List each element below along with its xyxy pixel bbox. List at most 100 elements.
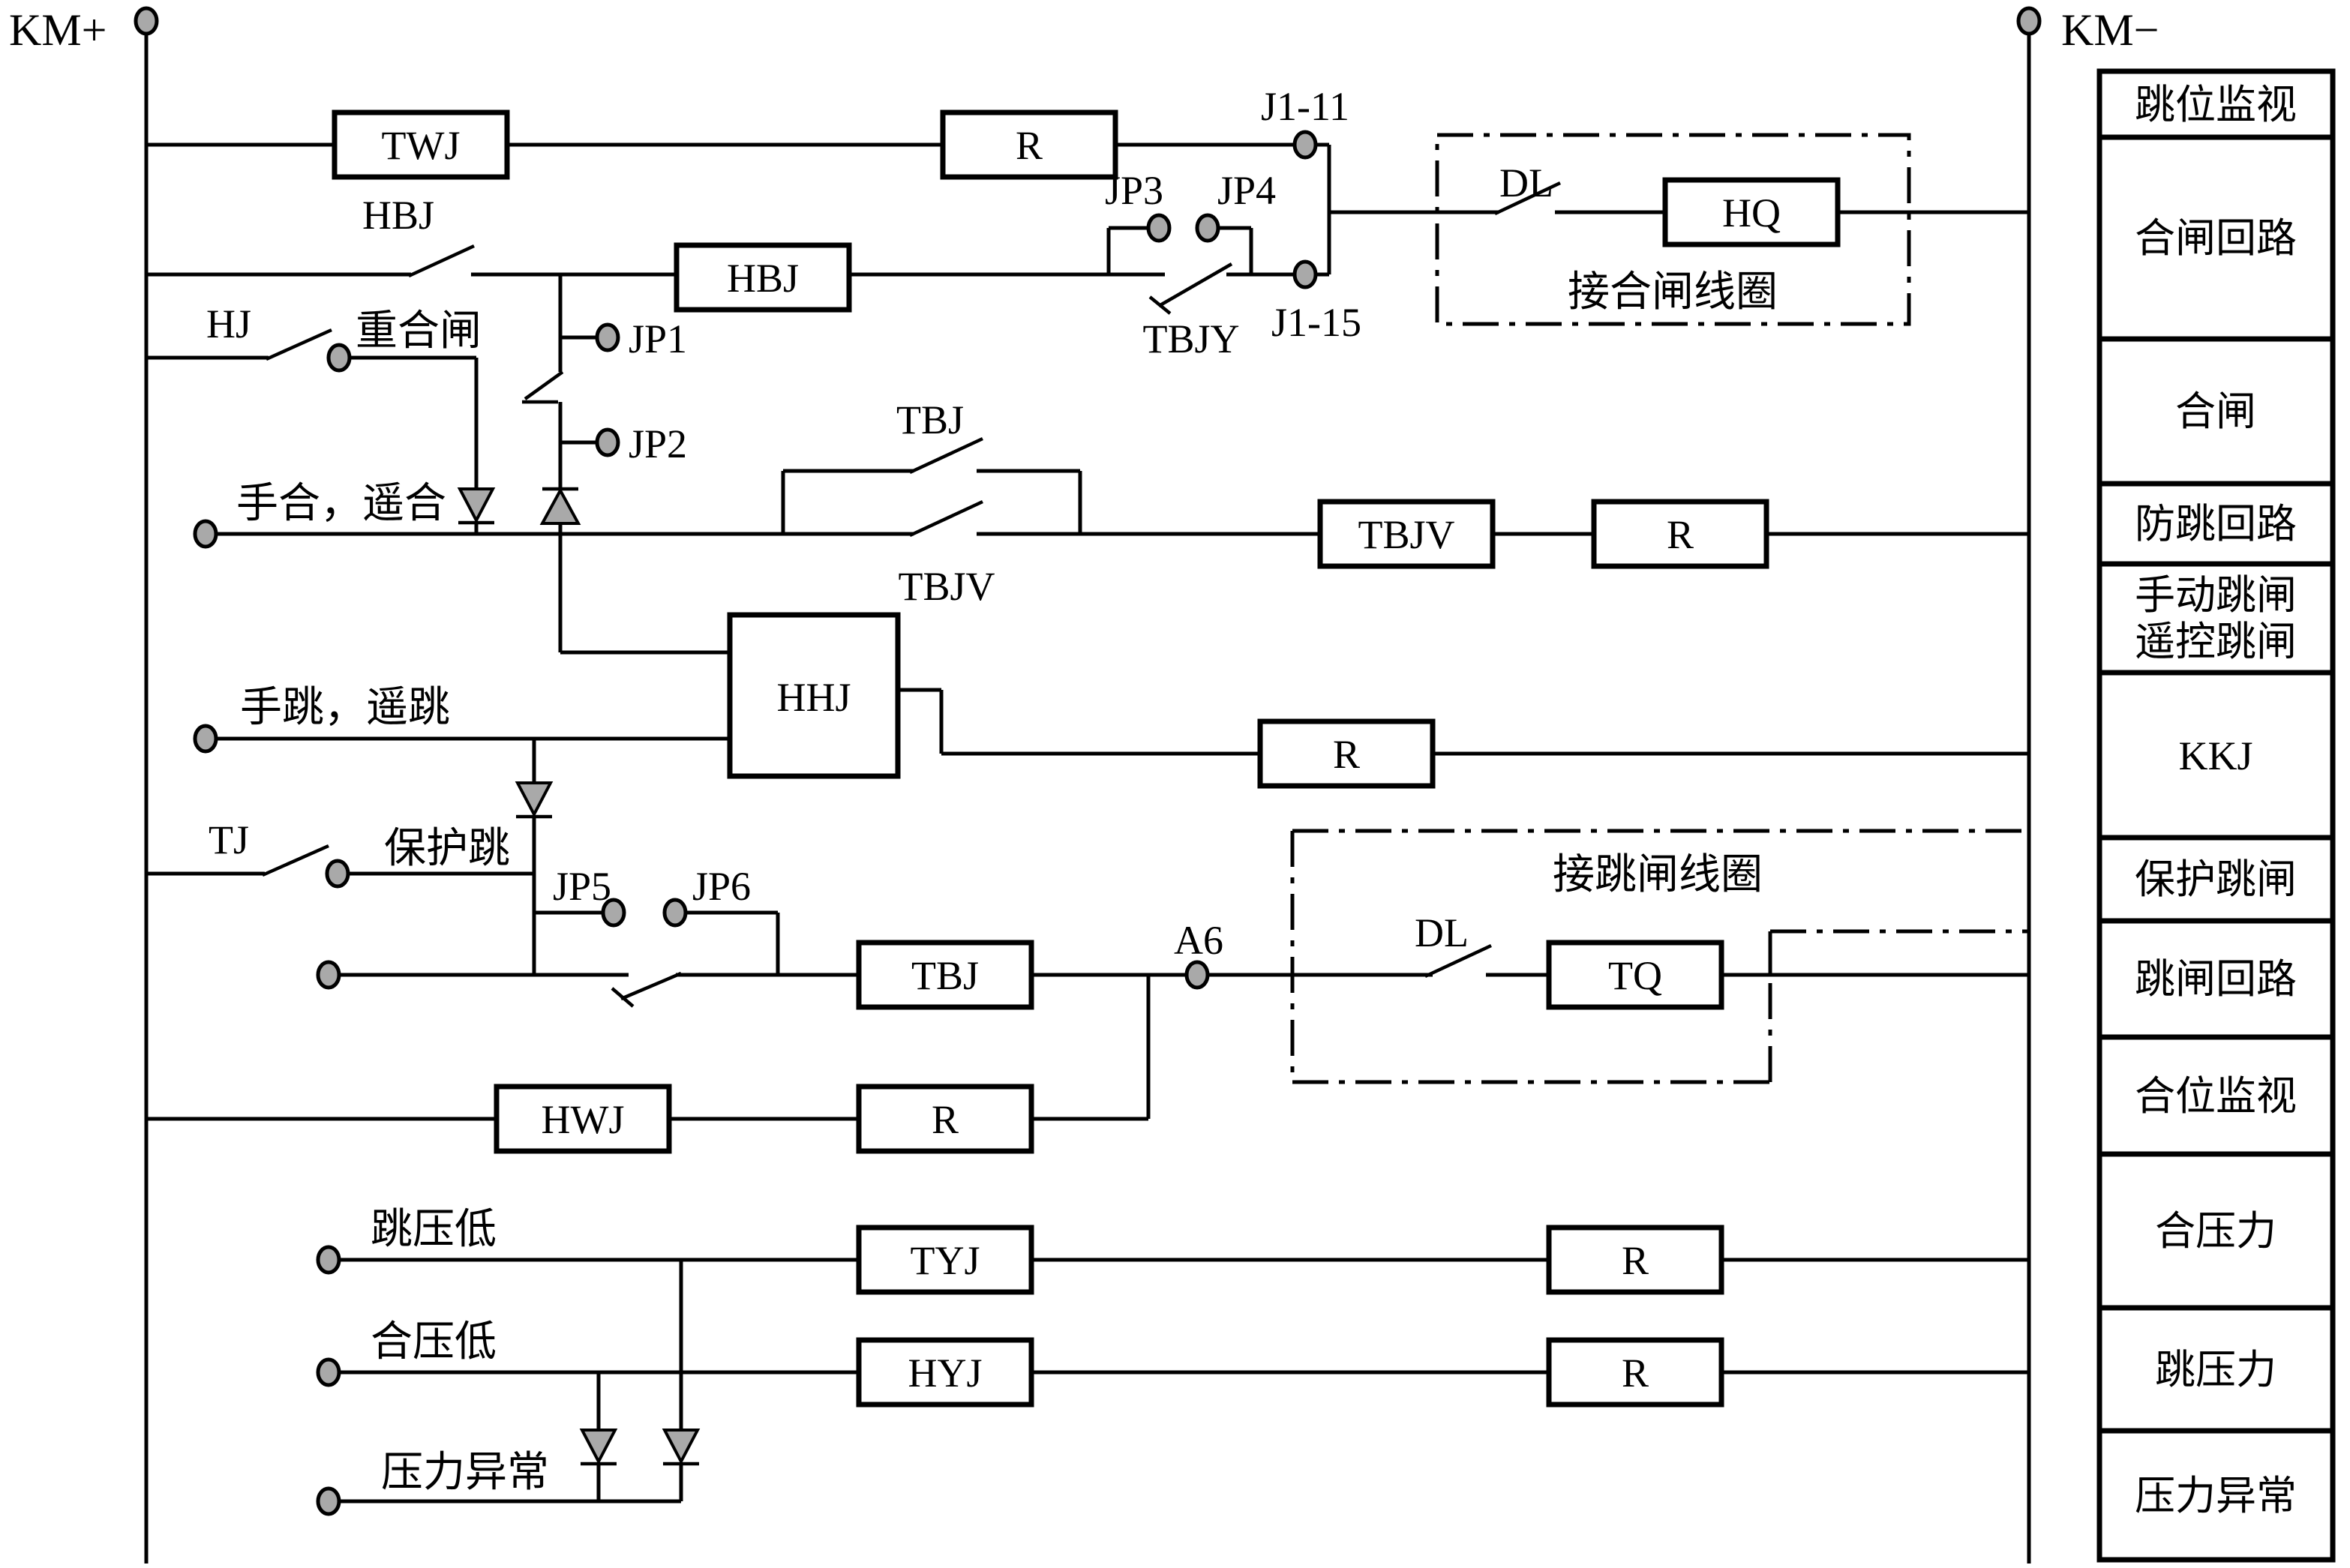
caption-trip-pressure: 跳压低 xyxy=(371,1207,497,1253)
close-position-branch: HWJ R xyxy=(146,975,1151,1154)
caption-closing-coil: 接合闸线圈 xyxy=(1568,269,1778,316)
table-label-manual-trip: 手动跳闸 xyxy=(2135,573,2297,618)
diode-down-2 xyxy=(515,781,554,818)
relay-box-hbj xyxy=(674,242,852,313)
manual-trip-branch: 手跳，遥跳 HHJ R xyxy=(193,534,2029,874)
terminal-trip-pressure xyxy=(316,1245,341,1275)
terminal-pressure-abnormal xyxy=(316,1486,341,1516)
resistor-box-r3 xyxy=(1257,718,1436,789)
table-label-trip-monitor: 跳位监视 xyxy=(2135,82,2297,127)
coil-label-tq: TQ xyxy=(1608,953,1662,998)
jumper-label-jp6: JP6 xyxy=(692,864,751,909)
bus-label-km-minus: KM− xyxy=(2061,5,2159,55)
contact-tj xyxy=(262,844,329,877)
relay-label-hyj: HYJ xyxy=(908,1351,982,1396)
hbj-branch: HBJ HBJ TBJY J1-15 JP3 JP4 xyxy=(146,168,1361,361)
positive-bus: KM+ xyxy=(9,5,159,1564)
table-label-protection-trip: 保护跳闸 xyxy=(2135,857,2297,902)
table-row xyxy=(2096,68,2336,140)
jumper-riser-branch: JP1 JP2 xyxy=(522,274,687,534)
caption-manual-trip: 手跳，遥跳 xyxy=(240,685,450,731)
resistor-label-r4: R xyxy=(932,1097,959,1142)
contact-dl-trip xyxy=(1424,943,1492,979)
contact-label-tbjv: TBJV xyxy=(898,564,995,609)
jumper-label-jp4: JP4 xyxy=(1217,168,1276,213)
contact-hj xyxy=(266,328,332,361)
terminal-manual-trip xyxy=(193,724,218,754)
contact-label-dl-trip: DL xyxy=(1415,910,1469,955)
table-label-pressure-abnormal: 压力异常 xyxy=(2135,1474,2297,1519)
resistor-label-r1: R xyxy=(1016,123,1043,168)
jumper-node-jp6 xyxy=(662,898,688,928)
terminal-label-j1-11: J1-11 xyxy=(1261,84,1349,129)
terminal-label-a6: A6 xyxy=(1174,918,1223,963)
contact-label-hj: HJ xyxy=(206,301,251,346)
caption-reclose: 重合闸 xyxy=(356,308,482,355)
table-row xyxy=(2096,918,2336,1040)
contact-tbjy xyxy=(1157,262,1233,307)
caption-close-pressure: 合压低 xyxy=(371,1319,497,1366)
contact-label-tbj: TBJ xyxy=(896,397,964,442)
terminal-node-km-minus xyxy=(2016,6,2042,36)
diode-down-1 xyxy=(457,487,496,524)
table-label-antipump: 防跳回路 xyxy=(2135,502,2297,547)
terminal-label-j1-15: J1-15 xyxy=(1271,300,1361,345)
node-hj xyxy=(326,343,352,373)
table-label-kkj: KKJ xyxy=(2178,733,2252,778)
jumper-label-jp5: JP5 xyxy=(553,864,611,909)
table-row xyxy=(2096,1151,2336,1311)
table-row xyxy=(2096,561,2336,676)
resistor-box-r1 xyxy=(940,109,1118,180)
terminal-node-km-plus xyxy=(134,6,159,36)
resistor-label-r2: R xyxy=(1667,512,1694,557)
table-row xyxy=(2096,1034,2336,1157)
jumper-bypass-loop: JP3 JP4 xyxy=(1105,168,1276,274)
table-label-closing: 合闸 xyxy=(2175,389,2256,434)
table-label-remote-trip: 遥控跳闸 xyxy=(2135,619,2297,664)
contact-dl-close xyxy=(1494,181,1561,216)
closing-coil-dashed-box xyxy=(1435,133,1911,326)
relay-label-twj: TWJ xyxy=(382,123,461,168)
resistor-label-r6: R xyxy=(1622,1351,1649,1396)
contact-label-tbjy: TBJY xyxy=(1142,316,1239,361)
relay-box-hyj xyxy=(856,1337,1034,1408)
table-label-close-pressure: 合压力 xyxy=(2155,1209,2276,1254)
contact-kkj-tick xyxy=(611,987,635,1008)
table-row xyxy=(2096,134,2336,342)
relay-label-tbj: TBJ xyxy=(911,953,979,998)
relay-label-hhj: HHJ xyxy=(776,675,851,720)
resistor-label-r5: R xyxy=(1622,1238,1649,1283)
node-tj xyxy=(325,859,350,889)
terminal-node-j1-11 xyxy=(1292,130,1318,160)
contact-tbjv xyxy=(909,499,983,538)
contact-kkj xyxy=(620,971,682,1001)
trip-circuit-branch: TBJ A6 xyxy=(316,918,1433,1010)
function-table: 跳位监视 合闸回路 合闸 防跳回路 手动跳闸 遥控跳闸 KKJ 保护跳闸 跳闸回… xyxy=(2096,68,2336,1563)
relay-label-hbj: HBJ xyxy=(727,256,799,301)
close-pressure-branch: 合压低 HYJ R xyxy=(316,1319,2029,1408)
resistor-box-r4 xyxy=(856,1084,1034,1154)
terminal-close-pressure xyxy=(316,1357,341,1387)
trip-pressure-branch: 跳压低 TYJ R xyxy=(316,1207,2029,1295)
manual-close-branch: 手合，遥合 TBJ TBJV TBJV R xyxy=(193,397,2029,609)
jumper-node-jp5 xyxy=(601,898,626,928)
resistor-box-r5 xyxy=(1546,1225,1724,1295)
relay-label-hwj: HWJ xyxy=(542,1097,625,1142)
caption-trip-coil: 接跳闸线圈 xyxy=(1553,852,1763,898)
pressure-abnormal-branch: 压力异常 xyxy=(316,1260,701,1516)
table-label-close-monitor: 合位监视 xyxy=(2135,1074,2297,1119)
jumper-node-jp2 xyxy=(595,427,620,457)
caption-pressure-abnormal: 压力异常 xyxy=(381,1450,549,1496)
reclose-branch: HJ 重合闸 xyxy=(146,301,496,534)
caption-manual-close: 手合，遥合 xyxy=(236,481,446,527)
contact-riser xyxy=(524,370,564,400)
bus-label-km-plus: KM+ xyxy=(9,5,107,55)
caption-protection-trip: 保护跳 xyxy=(384,826,510,872)
contact-tbj xyxy=(909,436,983,475)
jumper-node-jp3 xyxy=(1146,213,1172,243)
terminal-manual-close xyxy=(193,519,218,549)
relay-box-tbj xyxy=(856,940,1034,1010)
contact-label-hbj: HBJ xyxy=(362,193,434,238)
relay-label-tbjv: TBJV xyxy=(1358,512,1454,557)
